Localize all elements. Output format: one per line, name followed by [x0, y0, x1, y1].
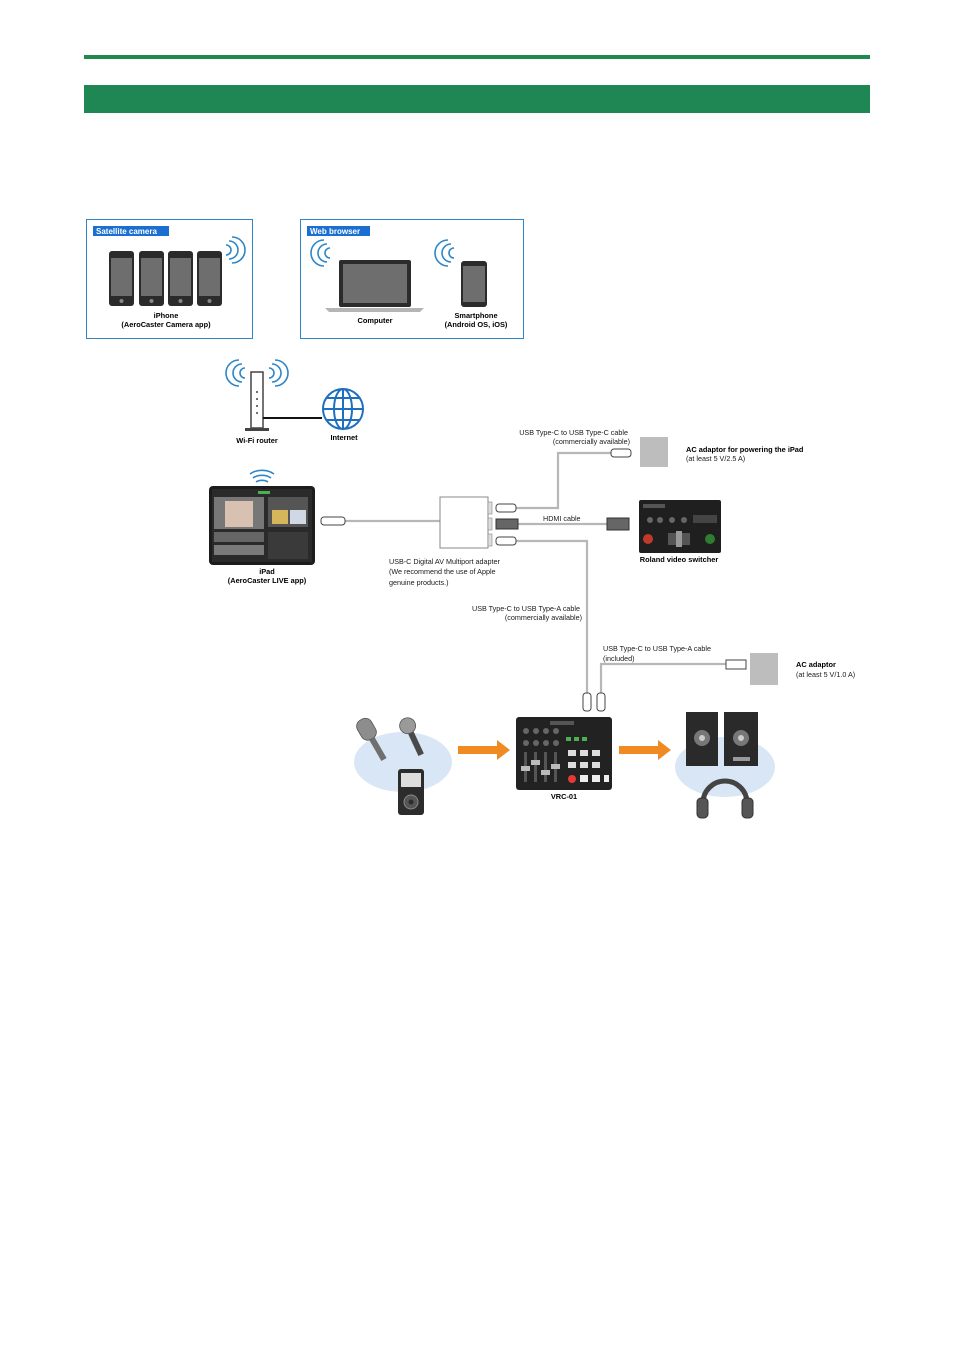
multiport-adapter-icon — [439, 496, 493, 549]
video-switcher-label: Roland video switcher — [640, 555, 719, 564]
iphone-icon — [109, 251, 222, 306]
usbc-plug-icon — [596, 692, 606, 712]
microphone-icon — [399, 717, 424, 757]
satellite-camera-panel: Satellite camera — [86, 219, 253, 339]
ipad-label: iPad — [259, 567, 275, 576]
output-arrow — [619, 740, 671, 760]
headphones-icon — [696, 778, 754, 819]
web-browser-tag: Web browser — [310, 227, 360, 236]
usbc-plug-icon — [320, 516, 346, 526]
globe-icon — [322, 388, 364, 430]
header-rule — [84, 55, 870, 59]
wifi-signal-icon — [249, 469, 275, 483]
ac-ipad-label-line2: (at least 5 V/2.5 A) — [686, 454, 745, 463]
usbc-to-usbc-cable — [516, 451, 611, 510]
wifi-signal-icon — [225, 359, 289, 387]
usbc-plug-icon — [495, 536, 517, 546]
iphone-app-label: (AeroCaster Camera app) — [121, 320, 211, 329]
satellite-camera-tag: Satellite camera — [96, 227, 157, 236]
ac-vrc-label-line2: (at least 5 V/1.0 A) — [796, 670, 855, 679]
vrc01-label: VRC-01 — [551, 792, 577, 801]
video-switcher-icon — [639, 500, 721, 553]
section-title-bar — [84, 85, 870, 113]
hdmi-cable-label: HDMI cable — [543, 514, 581, 523]
wifi-signal-icon — [434, 239, 455, 267]
wifi-router-icon — [245, 371, 269, 431]
wifi-signal-icon — [310, 239, 331, 267]
music-player-icon — [398, 769, 424, 815]
usbc-a-cable-label-line2: (commercially available) — [505, 613, 582, 622]
usbc-plug-icon — [610, 448, 632, 458]
adapter-label-line2: (We recommend the use of Apple — [389, 567, 496, 576]
smartphone-label: Smartphone — [454, 311, 497, 320]
usbc-a-cable-label-line1: USB Type-C to USB Type-A cable — [472, 604, 580, 613]
usbc-plug-icon — [495, 503, 517, 513]
hdmi-plug-icon — [606, 517, 630, 531]
wifi-router-label: Wi-Fi router — [236, 436, 278, 445]
computer-label: Computer — [358, 316, 393, 325]
smartphone-icon — [461, 261, 487, 307]
ipad-icon — [209, 486, 315, 565]
ac-adaptor-icon — [750, 653, 778, 685]
usbc-a-incl-label-line1: USB Type-C to USB Type-A cable — [603, 644, 711, 653]
usba-plug-icon — [725, 659, 747, 670]
adapter-label-line3: genuine products.) — [389, 578, 449, 587]
speaker-icon — [686, 712, 718, 766]
input-arrow — [458, 740, 510, 760]
ac-ipad-label-line1: AC adaptor for powering the iPad — [686, 445, 804, 454]
ac-adaptor-icon — [640, 437, 668, 467]
adapter-label-line1: USB-C Digital AV Multiport adapter — [389, 557, 501, 566]
usbc-plug-icon — [582, 692, 592, 712]
speaker-icon — [724, 712, 758, 766]
usbc-to-usba-included-cable — [599, 662, 726, 693]
usbc-c-cable-label-line1: USB Type-C to USB Type-C cable — [519, 428, 628, 437]
microphone-icon — [356, 717, 387, 762]
internet-label: Internet — [330, 433, 358, 442]
iphone-label: iPhone — [154, 311, 179, 320]
usbc-c-cable-label-line2: (commercially available) — [553, 437, 630, 446]
smartphone-os-label: (Android OS, iOS) — [445, 320, 508, 329]
hdmi-plug-icon — [495, 518, 519, 530]
ac-vrc-label-line1: AC adaptor — [796, 660, 836, 669]
usbc-a-incl-label-line2: (included) — [603, 654, 635, 663]
ipad-app-label: (AeroCaster LIVE app) — [228, 576, 307, 585]
vrc01-mixer-icon — [516, 717, 612, 790]
laptop-icon — [325, 260, 424, 312]
usbc-to-usba-cable — [516, 539, 589, 693]
wifi-signal-icon — [225, 236, 246, 264]
web-browser-panel: Web browser Computer Smartphone (Android… — [300, 219, 524, 339]
